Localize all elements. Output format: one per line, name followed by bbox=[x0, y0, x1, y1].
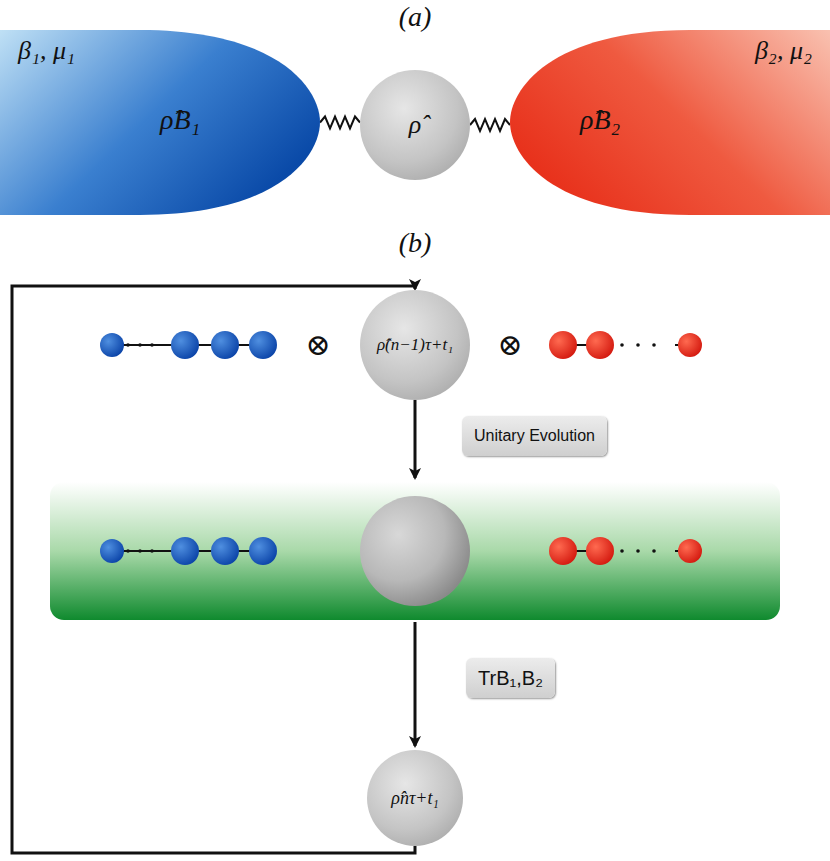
heat-bath: β₂, μ₂ ρ̂B₂ bbox=[510, 30, 830, 215]
connector bbox=[320, 117, 360, 129]
green-band bbox=[50, 482, 780, 620]
panel-label: (a) bbox=[399, 2, 432, 33]
connector bbox=[12, 286, 415, 853]
arrow bbox=[414, 400, 417, 478]
step-text: Unitary Evolution bbox=[474, 427, 595, 445]
system-circle: ρ̂nτ+t₁ bbox=[367, 750, 463, 846]
bath-state: ρ̂B₂ bbox=[580, 104, 620, 136]
system-circle bbox=[360, 496, 470, 606]
system-state: ρ̂nτ+t₁ bbox=[391, 788, 439, 809]
arrow bbox=[414, 622, 417, 746]
system-circle: ρ̂(n−1)τ+t₁ bbox=[360, 290, 470, 400]
bath-state: ρ̂B₁ bbox=[160, 104, 200, 136]
system-state: ρ̂(n−1)τ+t₁ bbox=[377, 335, 453, 355]
step-text: TrB₁,B₂ bbox=[478, 667, 543, 690]
bath-parameters: β₁, μ₁ bbox=[18, 36, 75, 66]
tensor-symbol: ⊗ bbox=[497, 328, 522, 361]
step-label: TrB₁,B₂ bbox=[466, 658, 555, 698]
heat-bath: β₁, μ₁ ρ̂B₁ bbox=[0, 30, 320, 215]
connector bbox=[470, 119, 510, 131]
bath-parameters: β₂, μ₂ bbox=[755, 36, 812, 66]
system-circle: ρ̂ bbox=[360, 70, 470, 180]
system-state: ρ̂ bbox=[409, 110, 421, 140]
step-label: Unitary Evolution bbox=[462, 416, 607, 456]
panel-label: (b) bbox=[399, 228, 432, 259]
tensor-symbol: ⊗ bbox=[305, 328, 330, 361]
